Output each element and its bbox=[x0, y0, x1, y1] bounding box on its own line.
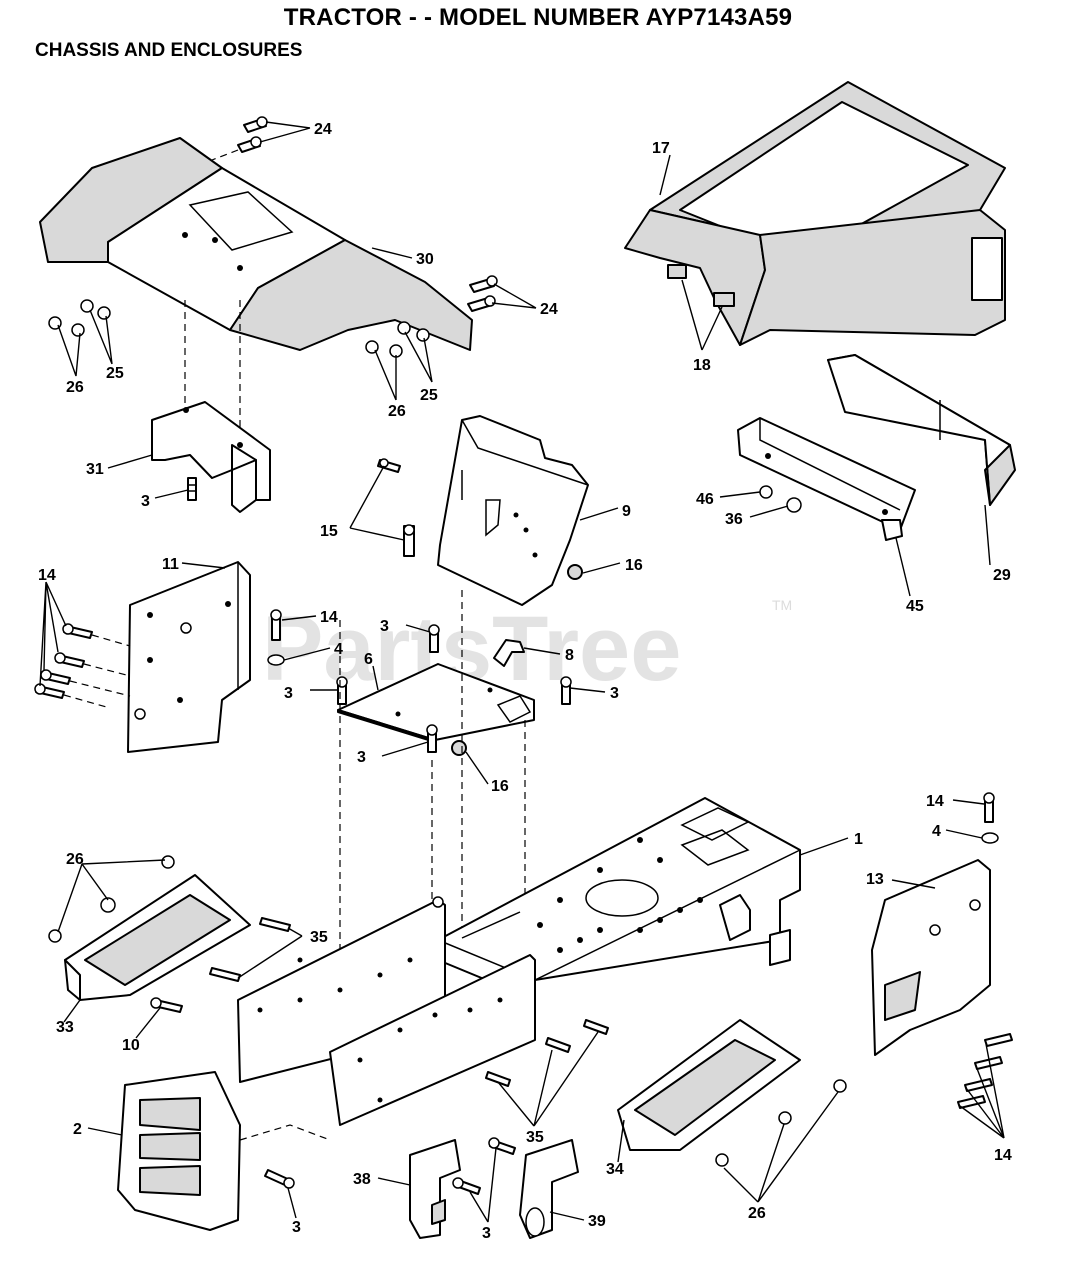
callout-3-a: 3 bbox=[141, 493, 150, 510]
main-frame-part-1[interactable] bbox=[437, 797, 801, 1001]
washer-part-4-b[interactable] bbox=[981, 832, 999, 844]
callout-10: 10 bbox=[122, 1037, 140, 1054]
callout-39: 39 bbox=[588, 1213, 606, 1230]
screws-part-3-bottom[interactable] bbox=[452, 1137, 516, 1195]
screw-part-3-a[interactable] bbox=[187, 477, 197, 501]
footrest-part-33[interactable] bbox=[64, 874, 251, 1001]
callout-46: 46 bbox=[696, 491, 714, 508]
bolt-part-15[interactable] bbox=[377, 458, 415, 557]
bracket-part-2[interactable] bbox=[117, 1071, 241, 1231]
leader-lines bbox=[39, 121, 1005, 1223]
callout-3-d: 3 bbox=[610, 685, 619, 702]
screws-part-3-plate[interactable] bbox=[336, 624, 572, 753]
bolts-part-35-left[interactable] bbox=[209, 917, 291, 982]
callout-3-g: 3 bbox=[482, 1225, 491, 1242]
nut-part-36[interactable] bbox=[786, 497, 802, 513]
nuts-washers-right[interactable] bbox=[365, 321, 430, 358]
callout-4-b: 4 bbox=[932, 823, 941, 840]
callout-24-right: 24 bbox=[540, 301, 558, 318]
bracket-part-39[interactable] bbox=[519, 1139, 579, 1239]
callout-1: 1 bbox=[854, 831, 863, 848]
knob-part-16-lower[interactable] bbox=[451, 740, 467, 756]
callout-31: 31 bbox=[86, 461, 104, 478]
callout-38: 38 bbox=[353, 1171, 371, 1188]
callout-26-footrest-right: 26 bbox=[748, 1205, 766, 1222]
washer-part-46[interactable] bbox=[759, 485, 773, 499]
nuts-part-26-left[interactable] bbox=[48, 855, 175, 943]
callout-2: 2 bbox=[73, 1121, 82, 1138]
bolt-part-14-right-top[interactable] bbox=[983, 792, 995, 823]
callout-25-left: 25 bbox=[106, 365, 124, 382]
callout-45: 45 bbox=[906, 598, 924, 615]
callout-14-right-top: 14 bbox=[926, 793, 944, 810]
callout-13: 13 bbox=[866, 871, 884, 888]
screw-part-3-b[interactable] bbox=[264, 1169, 295, 1189]
callout-14-center: 14 bbox=[320, 609, 338, 626]
hood-part-17[interactable] bbox=[624, 81, 1006, 346]
bracket-part-45[interactable] bbox=[737, 417, 916, 541]
callout-3-b: 3 bbox=[380, 618, 389, 635]
bolts-part-14-right-bottom[interactable] bbox=[957, 1033, 1013, 1109]
callout-36: 36 bbox=[725, 511, 743, 528]
callout-35-left: 35 bbox=[310, 929, 328, 946]
clip-part-8[interactable] bbox=[493, 639, 525, 667]
bracket-part-31[interactable] bbox=[151, 401, 271, 513]
callout-17: 17 bbox=[652, 140, 670, 157]
washer-part-4-a[interactable] bbox=[267, 654, 285, 666]
callout-4-a: 4 bbox=[334, 641, 343, 658]
callout-8: 8 bbox=[565, 647, 574, 664]
callout-labels: 24 17 30 24 26 25 26 25 18 31 3 15 9 46 … bbox=[38, 121, 1012, 1242]
footrest-part-34[interactable] bbox=[617, 1019, 801, 1151]
callout-29: 29 bbox=[993, 567, 1011, 584]
bracket-part-38[interactable] bbox=[409, 1139, 461, 1239]
callout-26-left: 26 bbox=[66, 379, 84, 396]
bolt-part-24-right[interactable] bbox=[467, 275, 498, 312]
callout-16-lower: 16 bbox=[491, 778, 509, 795]
watermark-trademark: TM bbox=[772, 597, 792, 613]
callout-15: 15 bbox=[320, 523, 338, 540]
rear-fender-part-30[interactable] bbox=[39, 137, 473, 440]
callout-25-right: 25 bbox=[420, 387, 438, 404]
callout-3-f: 3 bbox=[292, 1219, 301, 1236]
callout-3-e: 3 bbox=[357, 749, 366, 766]
diagram-title: TRACTOR - - MODEL NUMBER AYP7143A59 bbox=[283, 4, 793, 31]
callout-14-left: 14 bbox=[38, 567, 56, 584]
callout-24-top: 24 bbox=[314, 121, 332, 138]
side-plate-part-13[interactable] bbox=[871, 859, 991, 1056]
callout-16-upper: 16 bbox=[625, 557, 643, 574]
bolt-part-14-center[interactable] bbox=[270, 609, 282, 641]
panel-part-29[interactable] bbox=[827, 354, 1016, 506]
callout-33: 33 bbox=[56, 1019, 74, 1036]
plate-part-6[interactable] bbox=[337, 663, 535, 743]
bolts-part-35-center[interactable] bbox=[485, 1019, 609, 1087]
callout-34: 34 bbox=[606, 1161, 624, 1178]
callout-3-c: 3 bbox=[284, 685, 293, 702]
bolt-part-10[interactable] bbox=[150, 997, 183, 1013]
nuts-washers-left[interactable] bbox=[48, 299, 111, 337]
callout-18: 18 bbox=[693, 357, 711, 374]
side-plate-part-11[interactable] bbox=[127, 561, 251, 753]
callout-26-right: 26 bbox=[388, 403, 406, 420]
frame-rail-right[interactable] bbox=[329, 954, 536, 1126]
callout-14-right-bottom: 14 bbox=[994, 1147, 1012, 1164]
bolt-part-24-top[interactable] bbox=[211, 116, 268, 161]
callout-6: 6 bbox=[364, 651, 373, 668]
callout-26-footrest-left: 26 bbox=[66, 851, 84, 868]
callout-30: 30 bbox=[416, 251, 434, 268]
knob-part-16-upper[interactable] bbox=[567, 564, 583, 580]
dash-panel-part-9[interactable] bbox=[437, 415, 589, 606]
nuts-part-26-right[interactable] bbox=[715, 1079, 847, 1167]
callout-11: 11 bbox=[162, 556, 179, 573]
bolts-part-14-left[interactable] bbox=[34, 623, 131, 709]
callout-9: 9 bbox=[622, 503, 631, 520]
diagram-subtitle: CHASSIS AND ENCLOSURES bbox=[35, 40, 303, 61]
callout-35-center: 35 bbox=[526, 1129, 544, 1146]
